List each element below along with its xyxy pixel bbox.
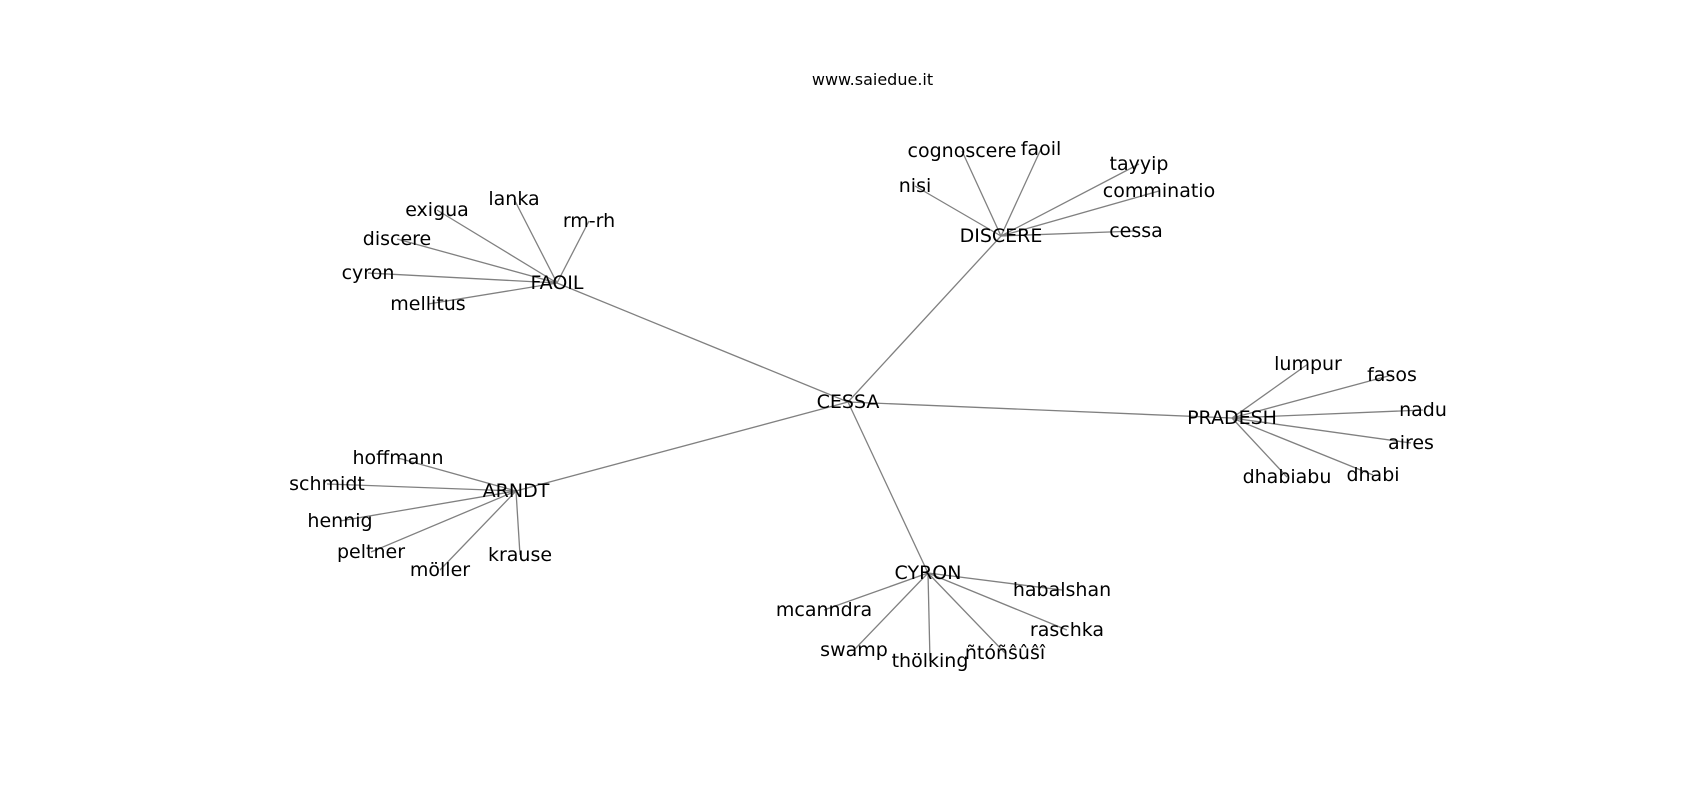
edge-discere-cessa (1000, 230, 1137, 237)
node-cyron-mcanndra: mcanndra (776, 599, 872, 621)
edge-discere-comminatio (1000, 190, 1160, 237)
node-discere: DISCERE (960, 225, 1043, 247)
node-discere-cognoscere: cognoscere (908, 140, 1017, 162)
node-cessa-root: CESSA (817, 391, 880, 413)
node-faoil-cyron: cyron (342, 262, 395, 284)
node-arndt-hoffmann: hoffmann (353, 447, 444, 469)
node-arndt-peltner: peltner (337, 541, 405, 563)
node-arndt: ARNDT (483, 480, 550, 502)
edge-arndt-peltner (370, 490, 517, 553)
edge-discere-tayyip (1000, 163, 1140, 237)
edge-faoil-exigua (436, 209, 558, 284)
edge-pradesh-fasos (1231, 374, 1393, 419)
node-pradesh-dhabiabu: dhabiabu (1243, 466, 1332, 488)
edge-faoil-mellitus (427, 282, 558, 305)
site-title: www.saiedue.it (811, 70, 934, 89)
node-arndt-moller: möller (410, 559, 470, 581)
node-pradesh-aires: aires (1388, 432, 1434, 454)
edge-cyron-ntonsusi (927, 572, 1006, 654)
edge-cyron-habalshan (927, 572, 1063, 591)
node-cyron-habalshan: habalshan (1013, 579, 1111, 601)
node-discere-tayyip: tayyip (1110, 153, 1169, 175)
edge-faoil-rm-rh (556, 220, 590, 284)
edge-cessa-cyron (847, 401, 929, 574)
edge-pradesh-lumpur (1231, 363, 1309, 419)
node-pradesh-fasos: fasos (1367, 364, 1417, 386)
edge-cyron-raschka (927, 572, 1068, 631)
edge-discere-nisi (914, 185, 1002, 237)
edge-discere-faoil (1000, 148, 1042, 237)
node-arndt-hennig: hennig (307, 510, 372, 532)
node-faoil: FAOIL (531, 272, 584, 294)
edge-pradesh-aires (1231, 417, 1412, 444)
edge-cessa-faoil (556, 282, 849, 403)
node-cyron-swamp: swamp (820, 639, 888, 661)
edge-discere-cognoscere (961, 150, 1002, 237)
node-cyron: CYRON (895, 562, 962, 584)
edge-cessa-discere (847, 235, 1002, 403)
edge-arndt-moller (439, 490, 517, 571)
node-pradesh-dhabi: dhabi (1346, 464, 1399, 486)
edge-arndt-schmidt (326, 483, 517, 492)
node-faoil-lanka: lanka (488, 188, 539, 210)
edge-faoil-lanka (513, 198, 558, 284)
edge-arndt-krause (515, 490, 521, 556)
node-faoil-exigua: exigua (405, 199, 469, 221)
node-cyron-raschka: raschka (1030, 619, 1104, 641)
node-discere-comminatio: comminatio (1103, 180, 1215, 202)
edge-cyron-tholking (927, 572, 931, 662)
node-faoil-mellitus: mellitus (390, 293, 465, 315)
node-cyron-tholking: thölking (892, 650, 969, 672)
node-discere-cessa: cessa (1109, 220, 1163, 242)
node-discere-nisi: nisi (899, 175, 932, 197)
edge-pradesh-dhabi (1231, 417, 1374, 476)
edge-pradesh-dhabiabu (1231, 417, 1288, 478)
edge-layer (326, 148, 1424, 662)
node-pradesh-nadu: nadu (1399, 399, 1447, 421)
node-arndt-krause: krause (488, 544, 552, 566)
node-discere-faoil: faoil (1021, 138, 1062, 160)
edge-pradesh-nadu (1231, 409, 1424, 419)
node-arndt-schmidt: schmidt (289, 473, 365, 495)
edge-cessa-pradesh (847, 401, 1233, 419)
edge-arndt-hennig (339, 490, 517, 522)
edge-arndt-hoffmann (397, 457, 517, 492)
node-faoil-rm-rh: rm-rh (563, 210, 615, 232)
node-pradesh-lumpur: lumpur (1274, 353, 1342, 375)
label-layer: CESSA FAOIL lanka rm-rh exigua discere cyron me… (289, 138, 1447, 672)
edge-cessa-arndt (515, 401, 849, 492)
edge-faoil-discere (396, 238, 558, 284)
node-faoil-discere: discere (363, 228, 431, 250)
node-pradesh: PRADESH (1187, 407, 1277, 429)
edge-cyron-mcanndra (823, 572, 929, 611)
edge-faoil-cyron (367, 272, 558, 284)
node-cyron-ntonsusi: ñtóñŝûŝî (965, 642, 1046, 664)
edge-cyron-swamp (853, 572, 929, 651)
